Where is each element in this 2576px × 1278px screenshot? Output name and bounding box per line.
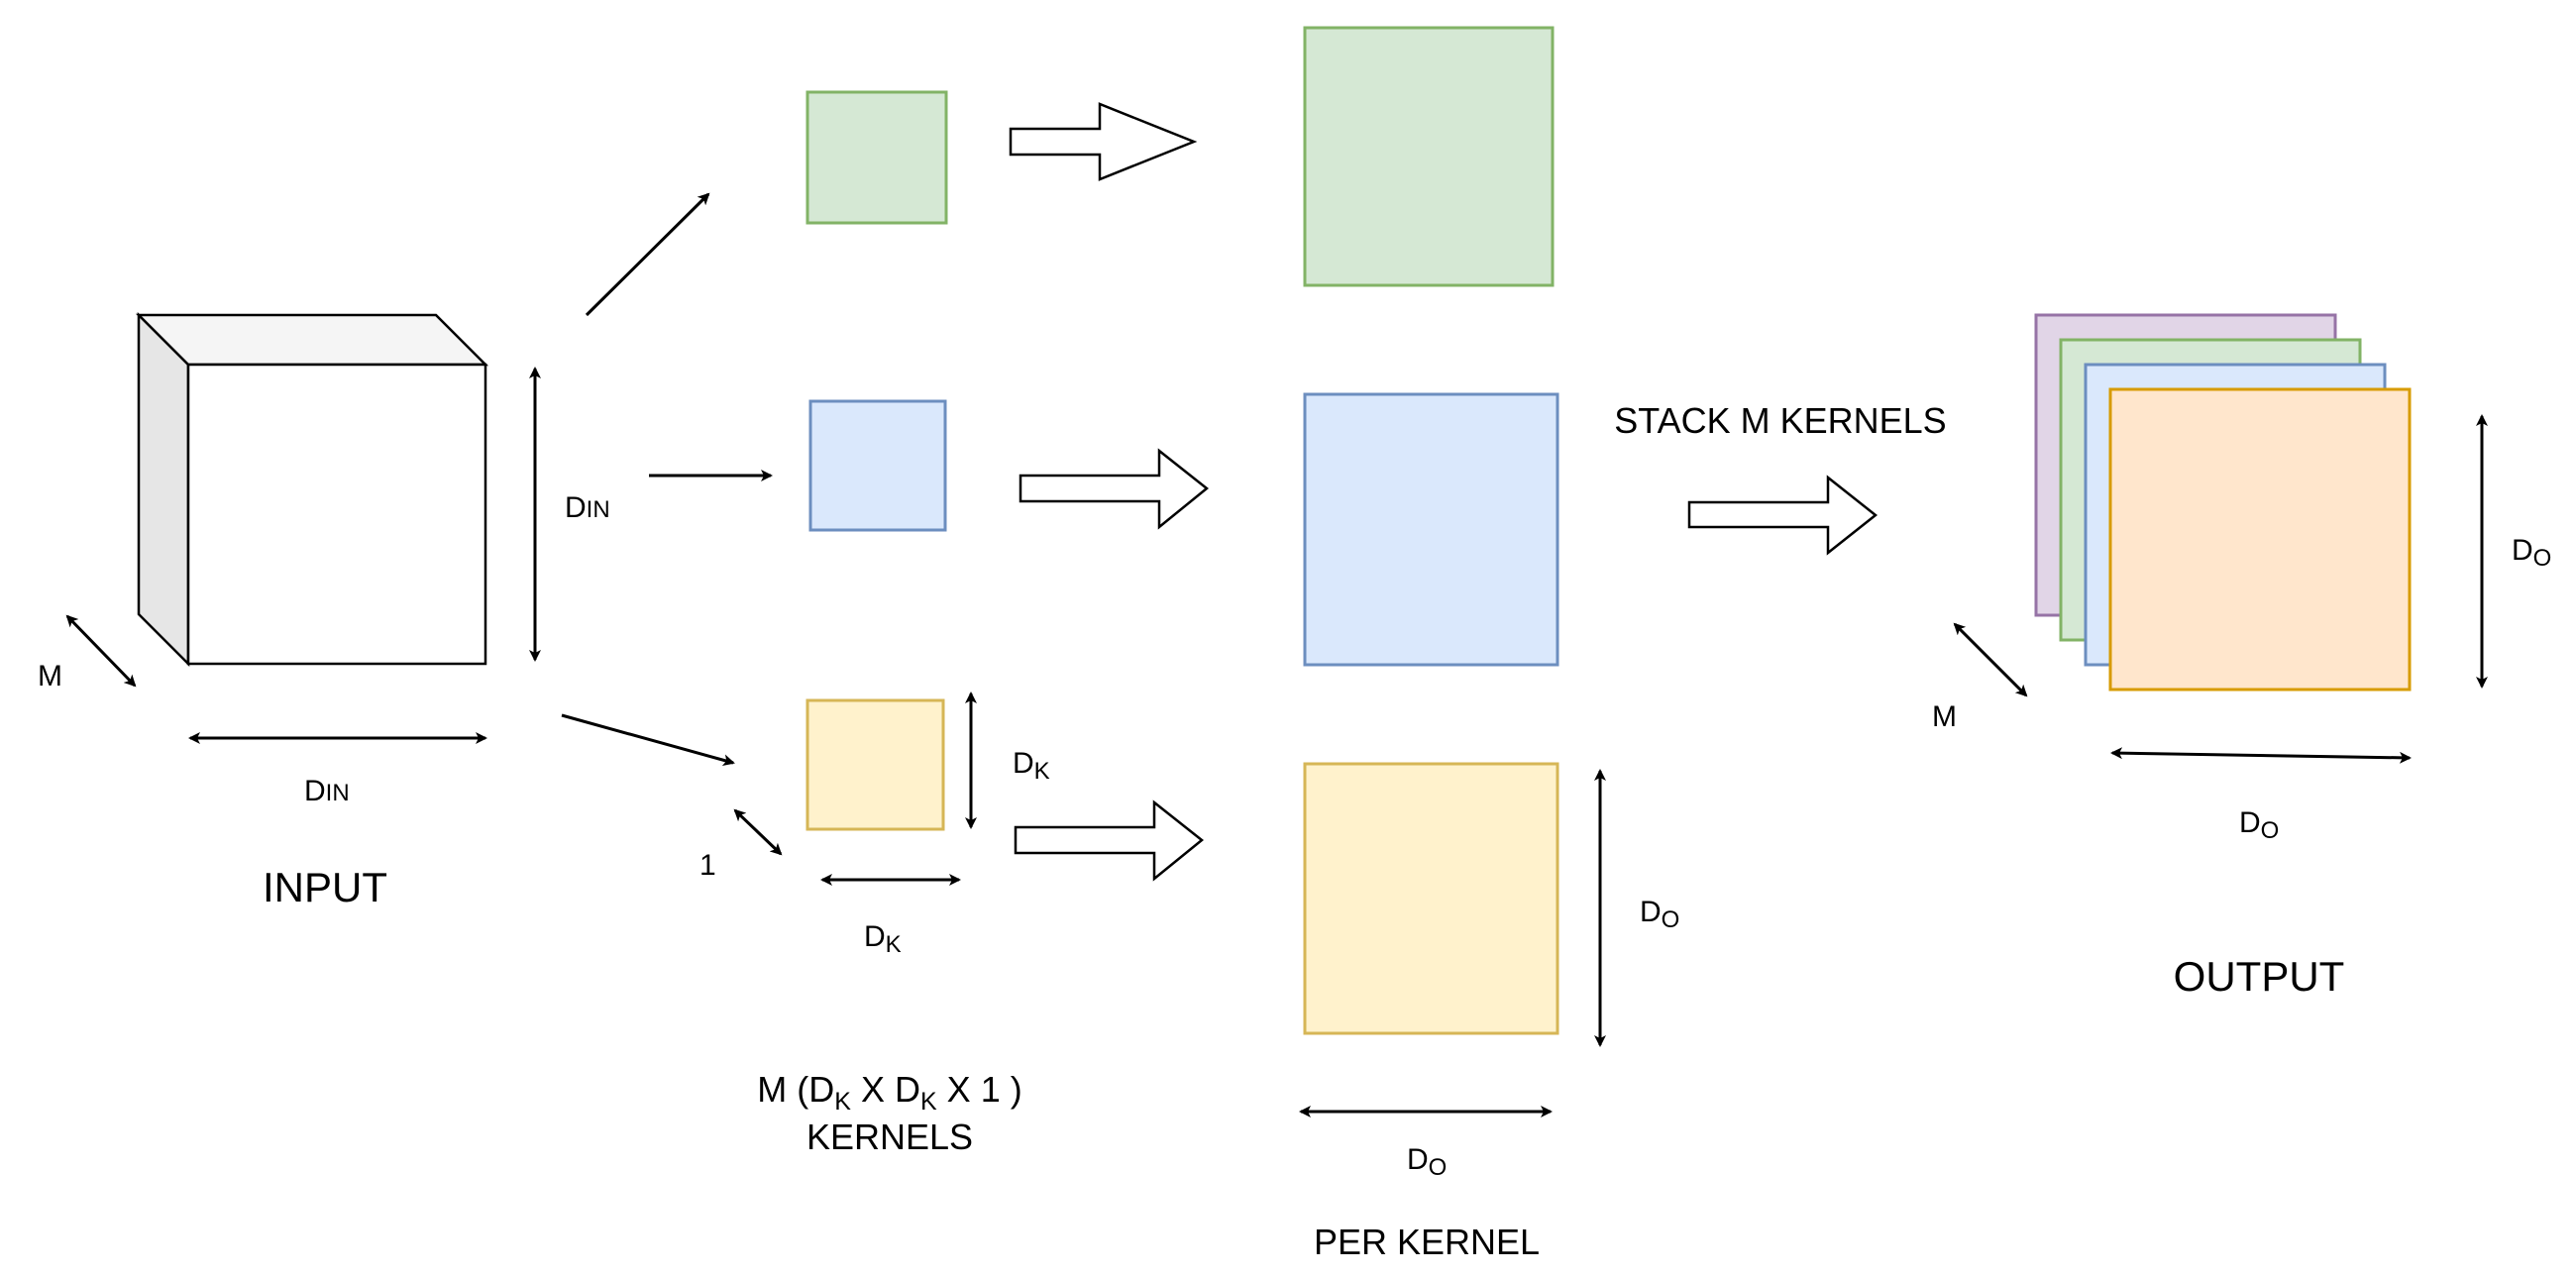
stack-block-arrow — [1687, 475, 1878, 556]
yellow-output-map — [1303, 762, 1559, 1035]
output-width-arrow — [2110, 747, 2412, 764]
input-title: INPUT — [263, 864, 387, 910]
kernel-depth-arrow — [733, 808, 783, 856]
output-depth-label: M — [1932, 700, 1957, 733]
green-kernel — [805, 90, 948, 225]
kernel-height-label: DK — [1013, 747, 1050, 785]
arrow-to-green-kernel — [585, 192, 710, 317]
output-depth-arrow — [1953, 622, 2028, 697]
output-height-label: DO — [2512, 534, 2551, 572]
arrow-to-yellow-kernel — [561, 713, 735, 767]
yellow-kernel — [805, 698, 945, 831]
kernel-width-label: DK — [864, 920, 902, 958]
per-kernel-title: PER KERNEL — [1314, 1222, 1540, 1262]
input-cube — [135, 311, 489, 668]
input-width-label: DIN — [304, 775, 350, 807]
blue-kernel — [808, 399, 947, 532]
output-stack — [2034, 313, 2412, 692]
input-depth-arrow — [65, 614, 137, 688]
stack-label: STACK M KERNELS — [1614, 400, 1946, 441]
block-arrow-green — [1009, 102, 1198, 181]
per-kernel-height-label: DO — [1640, 896, 1679, 933]
kernels-caption-line1: M (DK X DK X 1 ) — [757, 1069, 1021, 1116]
output-layer-orange — [2108, 387, 2412, 692]
kernel-depth-label: 1 — [699, 849, 716, 882]
blue-output-map — [1303, 392, 1559, 667]
output-width-label: DO — [2239, 806, 2279, 844]
per-kernel-width-label: DO — [1407, 1143, 1447, 1181]
input-depth-label: M — [38, 660, 62, 692]
block-arrow-blue — [1019, 448, 1209, 530]
block-arrow-yellow — [1014, 799, 1204, 882]
kernels-caption-line2: KERNELS — [806, 1117, 973, 1157]
input-height-label: DIN — [565, 491, 610, 524]
green-output-map — [1303, 26, 1555, 287]
output-title: OUTPUT — [2174, 953, 2345, 1000]
